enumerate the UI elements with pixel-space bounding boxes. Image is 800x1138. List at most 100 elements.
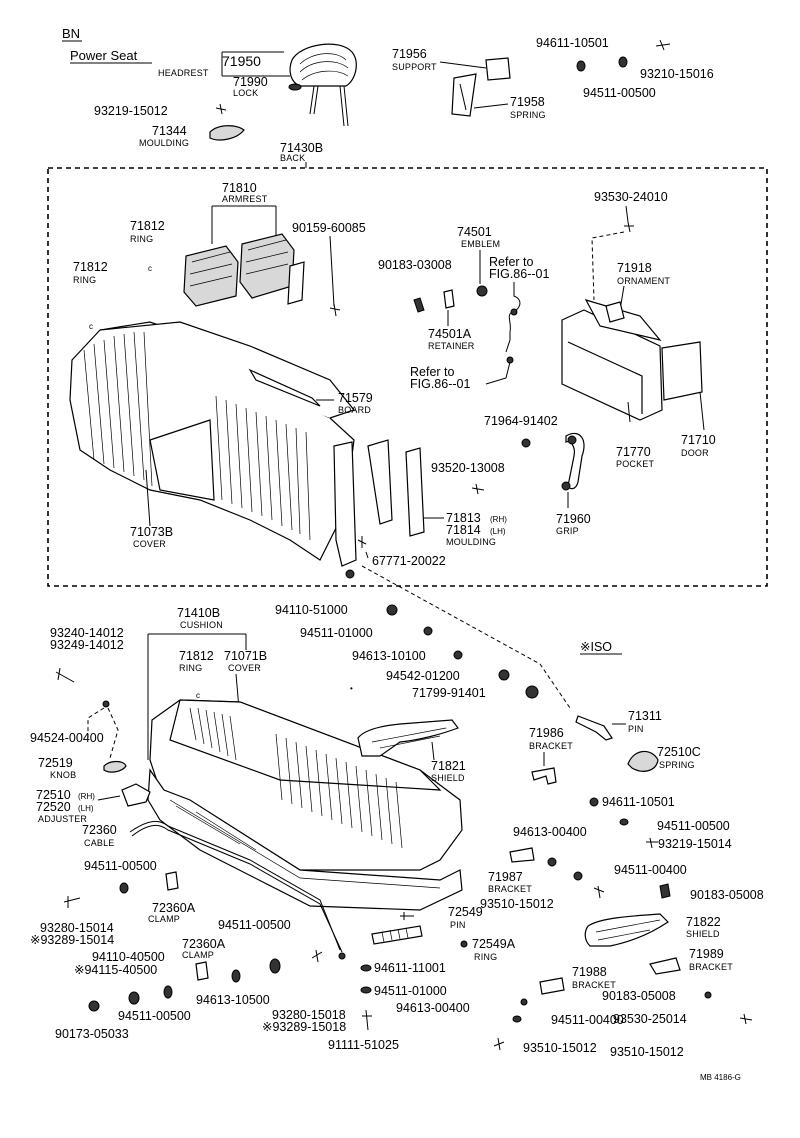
ring-71812-a-name: RING: [130, 234, 153, 244]
back-name: BACK: [280, 153, 305, 163]
shield-71821-name: SHIELD: [431, 773, 465, 783]
retainer-name: RETAINER: [428, 341, 475, 351]
ring-icon: [460, 940, 468, 948]
part-90183-05008-b: 90183-05008: [602, 989, 676, 1003]
spring-71958-name: SPRING: [510, 110, 546, 120]
ring-icon: c: [148, 264, 152, 273]
retainer-drawing: [443, 289, 455, 309]
wire-icon: [485, 361, 511, 385]
ring-71812-b-name: RING: [73, 275, 96, 285]
washer-icon: [360, 986, 372, 994]
washer-icon: [512, 1015, 522, 1023]
part-94511-00500-l1: 94511-00500: [84, 859, 157, 873]
pocket-num: 71770: [616, 445, 651, 459]
adjuster-rh-num: 72510: [36, 788, 71, 802]
knob-icon: [103, 760, 127, 773]
cushion-name: CUSHION: [180, 620, 223, 630]
drawing-code: MB 4186-G: [700, 1073, 741, 1082]
part-94511-00500-bot: 94511-00500: [118, 1009, 191, 1023]
screw-icon: [471, 483, 485, 495]
nut-icon: [453, 650, 463, 660]
moulding-71344-num: 71344: [152, 124, 187, 138]
nut-icon: [102, 700, 110, 708]
bracket-71987-name: BRACKET: [488, 884, 532, 894]
pocket-name: POCKET: [616, 459, 655, 469]
refer-1-line2: FIG.86--01: [489, 267, 549, 281]
moulding-71344-name: MOULDING: [139, 138, 189, 148]
cover-cushion-name: COVER: [228, 663, 261, 673]
washer-icon: [423, 626, 433, 636]
cover-cushion-num: 71071B: [224, 649, 267, 663]
ring-icon: c: [196, 691, 200, 700]
armrest-num: 71810: [222, 181, 257, 195]
pin-71311-name: PIN: [628, 724, 644, 734]
retainer-num: 74501A: [428, 327, 472, 341]
part-94511-01000-b: 94511-01000: [374, 984, 447, 998]
knob-name: KNOB: [50, 770, 76, 780]
part-94511-00400: 94511-00400: [614, 863, 687, 877]
support-drawing: [451, 57, 511, 117]
cable-icon: [129, 821, 341, 951]
pocket-drawing: [561, 299, 703, 421]
grip-drawing: [561, 432, 585, 491]
washer-icon: [498, 669, 510, 681]
ring-71812-b-num: 71812: [73, 260, 108, 274]
clamp-icon: [195, 961, 209, 981]
refer-1-line1: Refer to: [489, 255, 534, 269]
shield-71822-drawing: [584, 913, 669, 947]
iso-label: ※ISO: [580, 640, 612, 654]
part-93240-14012: 93240-14012: [50, 626, 124, 640]
clip-icon: [659, 883, 671, 899]
part-93280-15018: 93280-15018: [272, 1008, 346, 1022]
armrest-drawing: [183, 233, 305, 307]
ornament-num: 71918: [617, 261, 652, 275]
part-71964-91402: 71964-91402: [484, 414, 558, 428]
part-90173-05033: 90173-05033: [55, 1027, 129, 1041]
moulding-71813-drawing: [367, 439, 425, 537]
pin-71311-num: 71311: [628, 709, 662, 723]
refer-2-line1: Refer to: [410, 365, 455, 379]
spring-72510c-name: SPRING: [659, 760, 695, 770]
lock-num: 71990: [233, 75, 268, 89]
part-94110-40500: 94110-40500: [92, 950, 165, 964]
part-94511-00500-top: 94511-00500: [583, 86, 656, 100]
door-name: DOOR: [681, 448, 709, 458]
moulding-71814-num: 71814: [446, 523, 481, 537]
part-94511-00500-r1: 94511-00500: [657, 819, 730, 833]
screw-icon: [624, 221, 634, 233]
pin-72549-num: 72549: [448, 905, 483, 919]
lock-name: LOCK: [233, 88, 258, 98]
bracket-71986-drawing: [531, 767, 557, 785]
part-93289-15018: ※93289-15018: [262, 1020, 346, 1034]
seat-back-drawing: [69, 321, 357, 567]
nut-icon: [360, 964, 372, 972]
part-71799-91401: 71799-91401: [412, 686, 486, 700]
grip-num: 71960: [556, 512, 591, 526]
nut-icon: [88, 1000, 100, 1012]
ring-71812-a-num: 71812: [130, 219, 165, 233]
part-94511-01000-a: 94511-01000: [300, 626, 373, 640]
bracket-71987-drawing: [509, 847, 535, 863]
ring-71812-c-num: 71812: [179, 649, 214, 663]
part-93510-15012-a: 93510-15012: [480, 897, 554, 911]
clamp-icon: [165, 871, 179, 891]
shield-71821-num: 71821: [431, 759, 466, 773]
part-94110-51000: 94110-51000: [275, 603, 348, 617]
headrest-num: 71950: [222, 53, 261, 69]
grip-name: GRIP: [556, 526, 579, 536]
wire-icon: [505, 282, 521, 353]
screw-icon: [646, 837, 658, 849]
back-assembly-frame: [47, 167, 768, 587]
shield-71822-num: 71822: [686, 915, 721, 929]
dot-mark: •: [350, 684, 353, 693]
adjuster-lh-num: 72520: [36, 800, 71, 814]
part-94611-10501-r: 94611-10501: [602, 795, 675, 809]
nut-icon: [128, 991, 140, 1005]
part-93510-15012-c: 93510-15012: [610, 1045, 684, 1059]
ornament-name: ORNAMENT: [617, 276, 670, 286]
part-94511-00500-c: 94511-00500: [218, 918, 291, 932]
screw-icon: [593, 885, 605, 899]
cushion-num: 71410B: [177, 606, 220, 620]
nut-icon: [589, 797, 599, 807]
